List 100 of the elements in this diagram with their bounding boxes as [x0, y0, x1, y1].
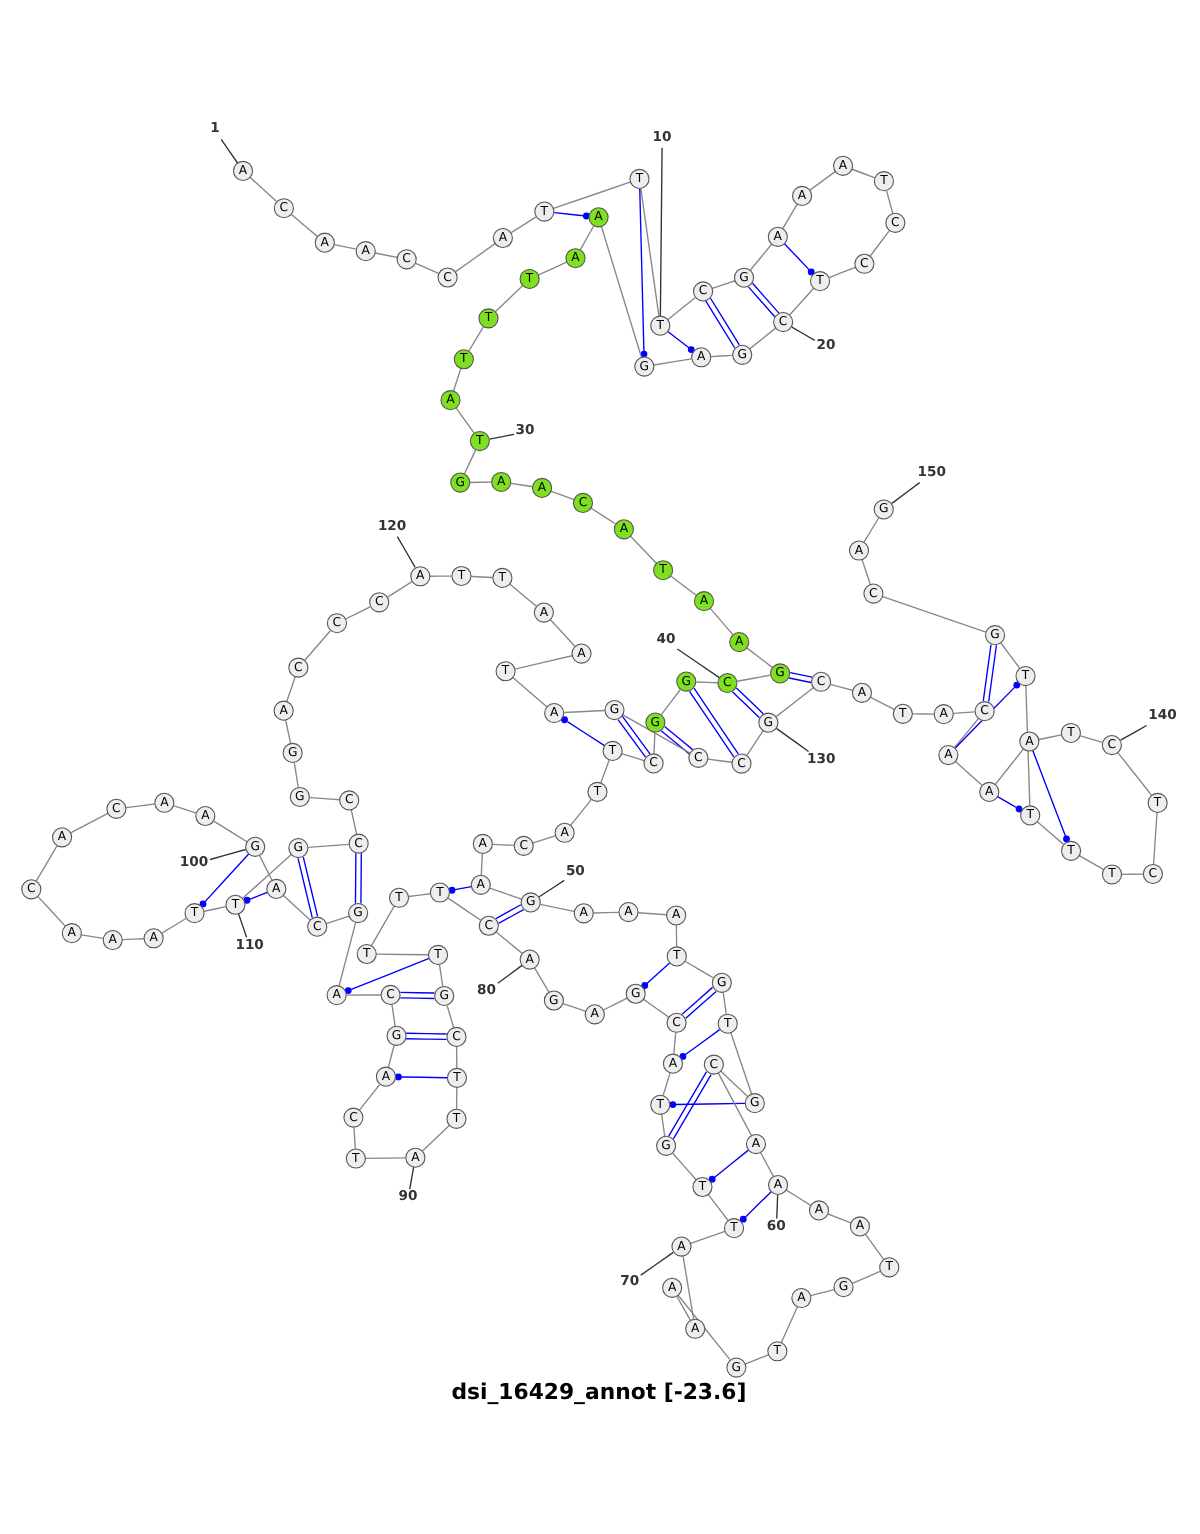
- connector: [514, 655, 573, 670]
- connector: [374, 252, 398, 259]
- connector: [744, 1354, 769, 1365]
- connector: [780, 1306, 799, 1343]
- connector: [495, 904, 525, 925]
- connector: [953, 718, 979, 749]
- connector: [1121, 873, 1144, 876]
- connector: [675, 924, 678, 948]
- connector: [509, 583, 537, 607]
- connector: [869, 230, 891, 257]
- connector: [489, 887, 523, 900]
- connector: [344, 957, 430, 994]
- connector: [358, 1084, 381, 1111]
- connector: [375, 953, 429, 956]
- connector: [739, 1191, 772, 1223]
- connector: [468, 325, 485, 352]
- connector: [579, 225, 595, 251]
- connector: [670, 575, 697, 596]
- connector: [463, 449, 477, 475]
- connector: [590, 507, 617, 525]
- connector: [695, 681, 719, 684]
- connector: [455, 407, 475, 434]
- connector: [891, 481, 921, 504]
- connector: [161, 917, 187, 934]
- connector: [709, 608, 734, 636]
- connector: [869, 696, 895, 711]
- connector: [203, 906, 227, 912]
- connector: [353, 1126, 356, 1150]
- connector: [455, 242, 496, 273]
- connector: [996, 796, 1023, 813]
- connector: [660, 688, 681, 716]
- connector: [344, 606, 371, 620]
- connector: [1025, 685, 1031, 807]
- connector: [399, 991, 436, 1000]
- connector: [885, 189, 894, 215]
- connector: [125, 803, 156, 809]
- connector: [569, 798, 593, 826]
- connector: [791, 326, 816, 341]
- connector: [533, 967, 550, 993]
- connector: [677, 1294, 731, 1361]
- connector: [338, 921, 357, 987]
- connector: [552, 181, 631, 210]
- connector: [717, 1072, 753, 1137]
- connector: [710, 354, 733, 358]
- connector: [669, 1101, 746, 1108]
- connector: [386, 580, 413, 598]
- connector: [600, 759, 610, 784]
- connector: [563, 709, 606, 714]
- connector: [828, 266, 857, 279]
- connector: [912, 713, 935, 715]
- connector: [1038, 734, 1062, 741]
- connector: [688, 687, 739, 758]
- connector: [491, 843, 515, 847]
- connector: [682, 1255, 695, 1321]
- connector: [213, 820, 248, 843]
- connector: [783, 243, 815, 276]
- connector: [810, 1288, 835, 1297]
- connector: [429, 575, 453, 577]
- connector: [882, 596, 987, 633]
- connector: [746, 730, 764, 756]
- connector: [237, 913, 248, 938]
- connector: [640, 1251, 674, 1276]
- connector: [1078, 854, 1105, 871]
- connector: [438, 963, 444, 988]
- connector: [653, 358, 692, 366]
- connector: [387, 1044, 395, 1068]
- connector: [537, 261, 568, 276]
- connector: [789, 287, 815, 316]
- connector: [639, 187, 648, 358]
- connector: [447, 897, 482, 921]
- connector: [593, 911, 620, 914]
- connector: [994, 748, 1024, 785]
- connector: [653, 731, 656, 755]
- connector: [350, 809, 358, 835]
- connector: [220, 138, 239, 164]
- connector: [510, 482, 533, 488]
- connector: [861, 558, 872, 586]
- connector: [562, 1002, 587, 1012]
- connector: [760, 1152, 775, 1177]
- connector: [1036, 821, 1065, 846]
- connector: [676, 648, 721, 679]
- connector: [391, 1004, 396, 1027]
- connector: [863, 517, 880, 543]
- connector: [539, 903, 575, 912]
- connector: [550, 490, 575, 501]
- connector: [749, 327, 777, 350]
- connector: [630, 535, 658, 564]
- connector: [749, 243, 773, 271]
- connector: [553, 211, 590, 220]
- connector: [259, 855, 273, 881]
- connector: [722, 991, 727, 1015]
- connector: [851, 1270, 882, 1285]
- connector: [851, 168, 876, 179]
- connector: [469, 481, 493, 484]
- connector: [782, 203, 798, 230]
- connector: [705, 297, 740, 349]
- connector: [602, 997, 628, 1011]
- connector: [286, 676, 296, 703]
- connector: [538, 879, 565, 898]
- connector: [730, 1032, 753, 1095]
